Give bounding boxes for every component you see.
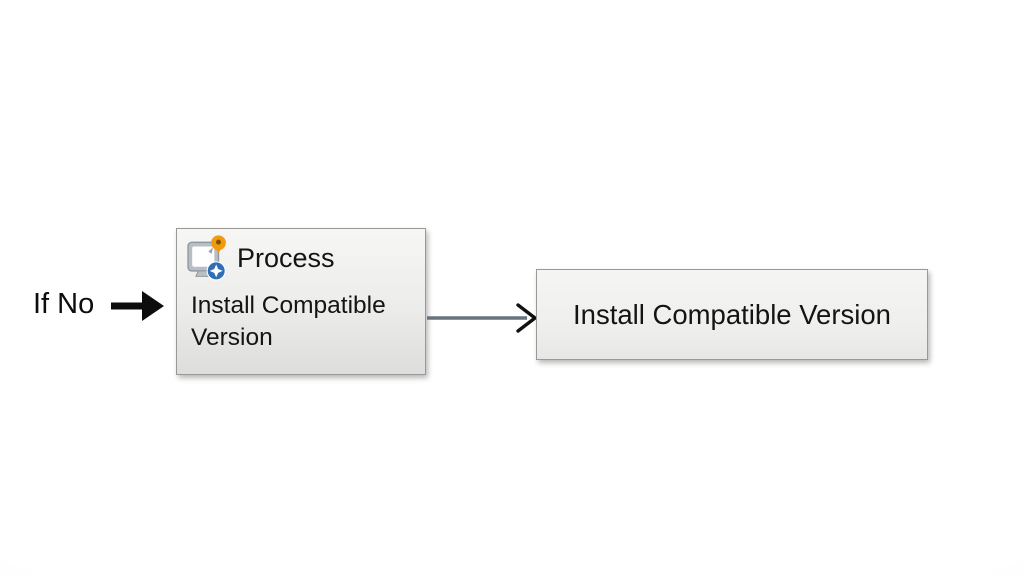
process-node-header: Process: [177, 229, 425, 282]
process-node-body: Install Compatible Version: [191, 292, 386, 351]
result-node: Install Compatible Version: [536, 269, 928, 360]
condition-arrow-icon: [111, 291, 164, 321]
result-node-label: Install Compatible Version: [573, 298, 891, 330]
process-icon: [187, 235, 226, 281]
connector-arrow-icon: [427, 303, 537, 333]
process-node: Process Install Compatible Version: [176, 228, 426, 375]
process-node-title: Process: [237, 243, 335, 273]
condition-label: If No: [33, 288, 95, 320]
